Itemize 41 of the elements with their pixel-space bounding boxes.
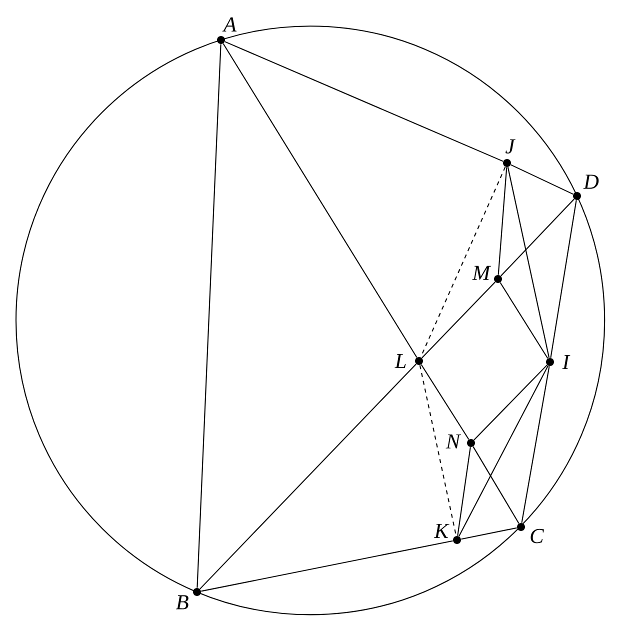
point-label: M: [472, 266, 492, 280]
segment: [474, 364, 548, 440]
segment: [419, 365, 457, 536]
segment: [420, 364, 470, 440]
segment: [550, 200, 577, 358]
segment: [500, 282, 548, 359]
point-label: J: [506, 139, 516, 154]
point-label: C: [530, 528, 544, 544]
point: [415, 357, 423, 365]
point: [573, 192, 581, 200]
point-label: D: [583, 174, 599, 189]
point-label: L: [394, 354, 406, 368]
segment: [472, 446, 520, 524]
point-label: B: [176, 595, 188, 610]
point: [517, 523, 525, 531]
segment: [420, 166, 506, 358]
segment: [200, 364, 416, 590]
segment: [458, 366, 548, 536]
segment: [500, 198, 574, 276]
segment: [507, 167, 550, 358]
segment: [422, 282, 496, 358]
point-label: I: [562, 355, 570, 369]
segment: [461, 527, 517, 540]
segment: [224, 41, 504, 162]
segment: [222, 43, 418, 358]
point: [193, 588, 201, 596]
point-label: N: [446, 434, 462, 448]
point-label: A: [222, 17, 237, 32]
segment: [196, 44, 222, 588]
point-label: K: [434, 524, 450, 538]
point: [217, 36, 225, 44]
point: [453, 536, 461, 544]
segment: [457, 447, 471, 536]
point: [546, 358, 554, 366]
point: [494, 275, 502, 283]
segment: [510, 164, 574, 195]
segment: [498, 167, 508, 275]
segment: [201, 540, 453, 592]
segment: [521, 366, 550, 523]
point: [503, 159, 511, 167]
point: [467, 439, 475, 447]
